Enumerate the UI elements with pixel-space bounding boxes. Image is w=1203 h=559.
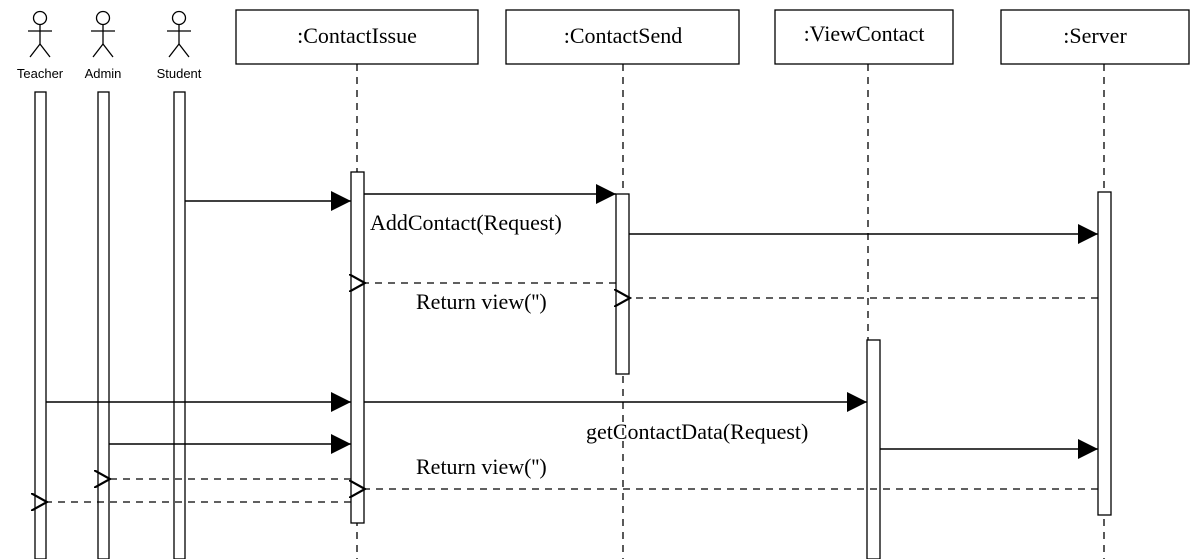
object-box-contactsend: [505, 9, 740, 65]
message-label-getcontactdata: getContactData(Request): [586, 419, 808, 444]
lifeline-bar-teacher: [34, 91, 47, 559]
object-box-server: [1000, 9, 1190, 65]
message-label-addcontact: AddContact(Request): [370, 210, 562, 235]
activation-contactsend: [615, 193, 630, 375]
message-label-return-view-1: Return view(''): [416, 289, 547, 314]
object-label-server: :Server: [1063, 23, 1127, 48]
stick-figure-icon: [171, 10, 187, 26]
object-label-contactissue: :ContactIssue: [297, 23, 417, 48]
activation-contactissue: [350, 171, 365, 524]
actor-teacher: [28, 10, 52, 58]
object-label-viewcontact: :ViewContact: [804, 21, 925, 46]
actor-label-teacher: Teacher: [17, 66, 64, 81]
actor-student: [167, 10, 191, 58]
stick-figure-icon: [95, 10, 111, 26]
lifeline-bar-admin: [97, 91, 110, 559]
stick-figure-icon: [32, 10, 48, 26]
activation-server: [1097, 191, 1112, 516]
activation-viewcontact: [866, 339, 881, 559]
object-label-contactsend: :ContactSend: [564, 23, 683, 48]
actor-label-admin: Admin: [85, 66, 122, 81]
actor-admin: [91, 10, 115, 58]
object-box-viewcontact: [774, 9, 954, 65]
lifeline-bar-student: [173, 91, 186, 559]
actor-label-student: Student: [157, 66, 202, 81]
message-label-return-view-2: Return view(''): [416, 454, 547, 479]
